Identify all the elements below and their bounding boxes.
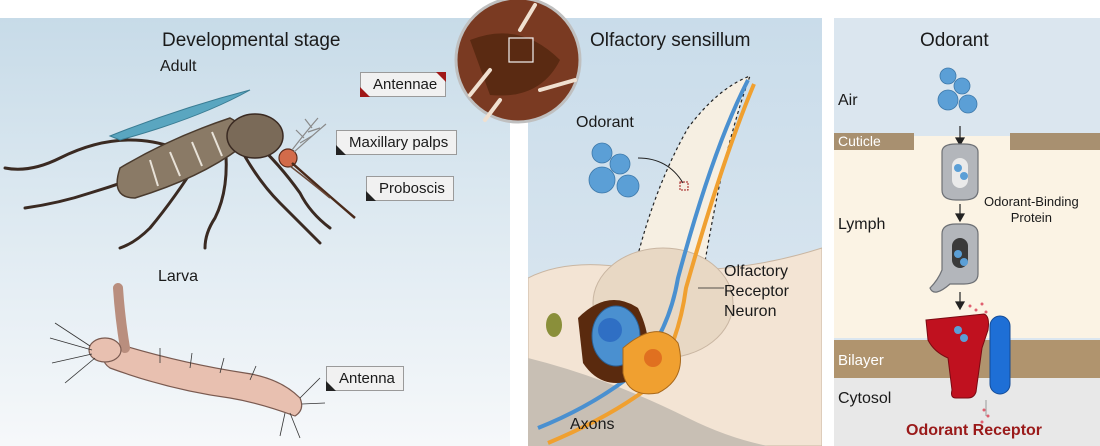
callout-pointer-icon xyxy=(366,191,376,201)
panel-title-developmental: Developmental stage xyxy=(162,30,341,51)
callout-maxillary-palps-label: Maxillary palps xyxy=(349,134,449,151)
obp-label-line-1: Odorant-Binding xyxy=(984,194,1079,209)
panel-title-odorant: Odorant xyxy=(920,30,989,51)
callout-antennae: Antennae xyxy=(360,72,447,97)
cuticle-band-right xyxy=(1010,133,1100,150)
orn-label-line-1: Olfactory xyxy=(724,263,789,280)
odorant-label: Odorant xyxy=(576,114,634,131)
callout-pointer-icon xyxy=(336,145,346,155)
odorant-receptor-red-shape xyxy=(925,313,989,399)
larva-shape xyxy=(49,283,326,439)
thorax-shape xyxy=(226,113,284,159)
layer-label-bilayer: Bilayer xyxy=(838,352,884,369)
callout-proboscis: Proboscis xyxy=(366,176,454,201)
wing-shape xyxy=(108,89,251,141)
sensillum-illustration xyxy=(528,74,822,446)
layer-label-lymph: Lymph xyxy=(838,216,886,233)
mosquito-illustration xyxy=(3,89,356,439)
olfactory-sensillum-panel: Olfactory sensillum Odorant Olfactory Re… xyxy=(528,18,822,446)
orn-label-line-2: Receptor xyxy=(724,283,789,300)
orn-label-line-3: Neuron xyxy=(724,303,777,320)
callout-proboscis-label: Proboscis xyxy=(379,180,445,197)
larva-label: Larva xyxy=(158,268,199,285)
adult-label: Adult xyxy=(160,58,197,75)
callout-antennae-label: Antennae xyxy=(373,76,438,93)
callout-pointer-icon xyxy=(360,87,370,97)
obp-label: Odorant-Binding Protein xyxy=(984,194,1079,226)
cuticle-band-left xyxy=(834,133,914,150)
odorant-pathway-illustration xyxy=(834,18,1100,446)
layer-label-cuticle: Cuticle xyxy=(838,133,881,149)
callout-maxillary-palps: Maxillary palps xyxy=(336,130,458,155)
developmental-stage-panel: Developmental stage Adult Larva Antennae… xyxy=(0,18,510,446)
layer-label-cytosol: Cytosol xyxy=(838,390,892,407)
odorant-molecule-icon xyxy=(937,67,978,114)
obp-label-line-2: Protein xyxy=(1010,210,1052,225)
callout-larva-antenna: Antenna xyxy=(326,366,404,391)
callout-pointer-icon xyxy=(436,72,447,82)
odorant-molecule-icon xyxy=(588,142,640,198)
callout-pointer-icon xyxy=(326,381,336,391)
axons-label: Axons xyxy=(570,416,615,433)
odorant-receptor-blue-shape xyxy=(989,315,1011,395)
odorant-panel: Odorant Air Cuticle Odorant-Binding Prot… xyxy=(834,18,1100,446)
orn-label: Olfactory Receptor Neuron xyxy=(724,262,789,322)
odorant-receptor-label: Odorant Receptor xyxy=(906,422,1043,439)
callout-larva-antenna-label: Antenna xyxy=(339,370,395,387)
layer-label-air: Air xyxy=(838,92,858,109)
panel-title-sensillum: Olfactory sensillum xyxy=(590,30,751,51)
